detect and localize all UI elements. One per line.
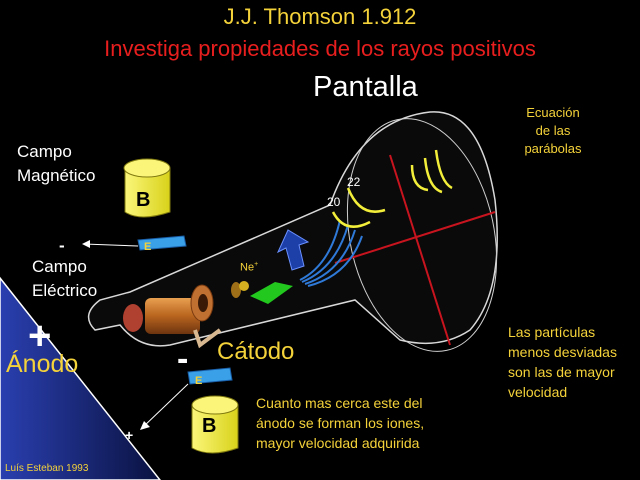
parabola-c: [434, 149, 453, 190]
parabola-a: [410, 164, 429, 192]
lower-magnet-letter: B: [202, 415, 216, 437]
ion-label: Ne+: [240, 261, 258, 274]
field-arrow-lower: [141, 383, 189, 429]
parabola-20: [331, 211, 371, 228]
cathode-lead: [193, 328, 222, 349]
electrode-body: [145, 298, 200, 334]
electric-minus-sign: -: [59, 236, 65, 255]
slide-title: J.J. Thomson 1.912: [223, 4, 417, 29]
electric-plus-sign: +: [125, 427, 134, 443]
green-deflection-plate: [250, 282, 293, 304]
anode-region: [0, 276, 161, 480]
anode-label: Ánodo: [6, 350, 79, 378]
crosshair-horizontal: [334, 211, 496, 264]
parabola-20-label: 20: [327, 195, 341, 209]
ion-charge: +: [254, 261, 259, 268]
ion-dot: [239, 281, 249, 291]
equation-note: Ecuación de las parábolas: [524, 105, 582, 156]
ion-beam-4: [307, 235, 363, 287]
ion-beam-2: [301, 224, 349, 283]
parabola-22-label: 22: [347, 175, 361, 189]
electrode-back: [123, 304, 143, 332]
field-arrow-lower-head: [140, 421, 150, 430]
closer-note: Cuanto mas cerca este del ánodo se forma…: [256, 395, 425, 451]
particles-note: Las partículas menos desviadas son las d…: [508, 324, 617, 400]
cathode-minus-sign: -: [177, 340, 189, 378]
electric-field-label: Campo Eléctrico: [32, 257, 98, 300]
upper-magnet-letter: B: [136, 189, 150, 211]
ion-beam-1: [299, 219, 341, 281]
parabola-22: [346, 187, 386, 213]
collimator: [231, 282, 241, 298]
field-arrow-upper: [83, 243, 139, 247]
field-arrow-upper-head: [82, 240, 90, 248]
upper-electric-plate-icon: E: [137, 235, 187, 253]
blue-arrow-icon: [276, 229, 310, 271]
screen-label: Pantalla: [313, 71, 418, 103]
cathode-label: Cátodo: [217, 338, 295, 365]
lower-magnet-icon: B: [191, 395, 239, 454]
screen: [346, 118, 498, 352]
upper-electric-letter: E: [144, 241, 151, 253]
crosshair-vertical: [389, 154, 451, 346]
anode-plus-sign: +: [28, 314, 52, 358]
ion-symbol: Ne: [240, 261, 255, 274]
ion-beam-3: [304, 229, 356, 285]
lower-electric-plate-icon: E: [187, 367, 233, 387]
lower-electric-letter: E: [195, 375, 202, 387]
slide-subtitle: Investiga propiedades de los rayos posit…: [104, 36, 536, 61]
parabola-b: [423, 157, 443, 194]
electrode-hole: [198, 294, 208, 312]
upper-magnet-icon: B: [123, 158, 171, 218]
author-credit: Luís Esteban 1993: [5, 463, 89, 474]
magnetic-field-label: Campo Magnético: [17, 142, 96, 185]
